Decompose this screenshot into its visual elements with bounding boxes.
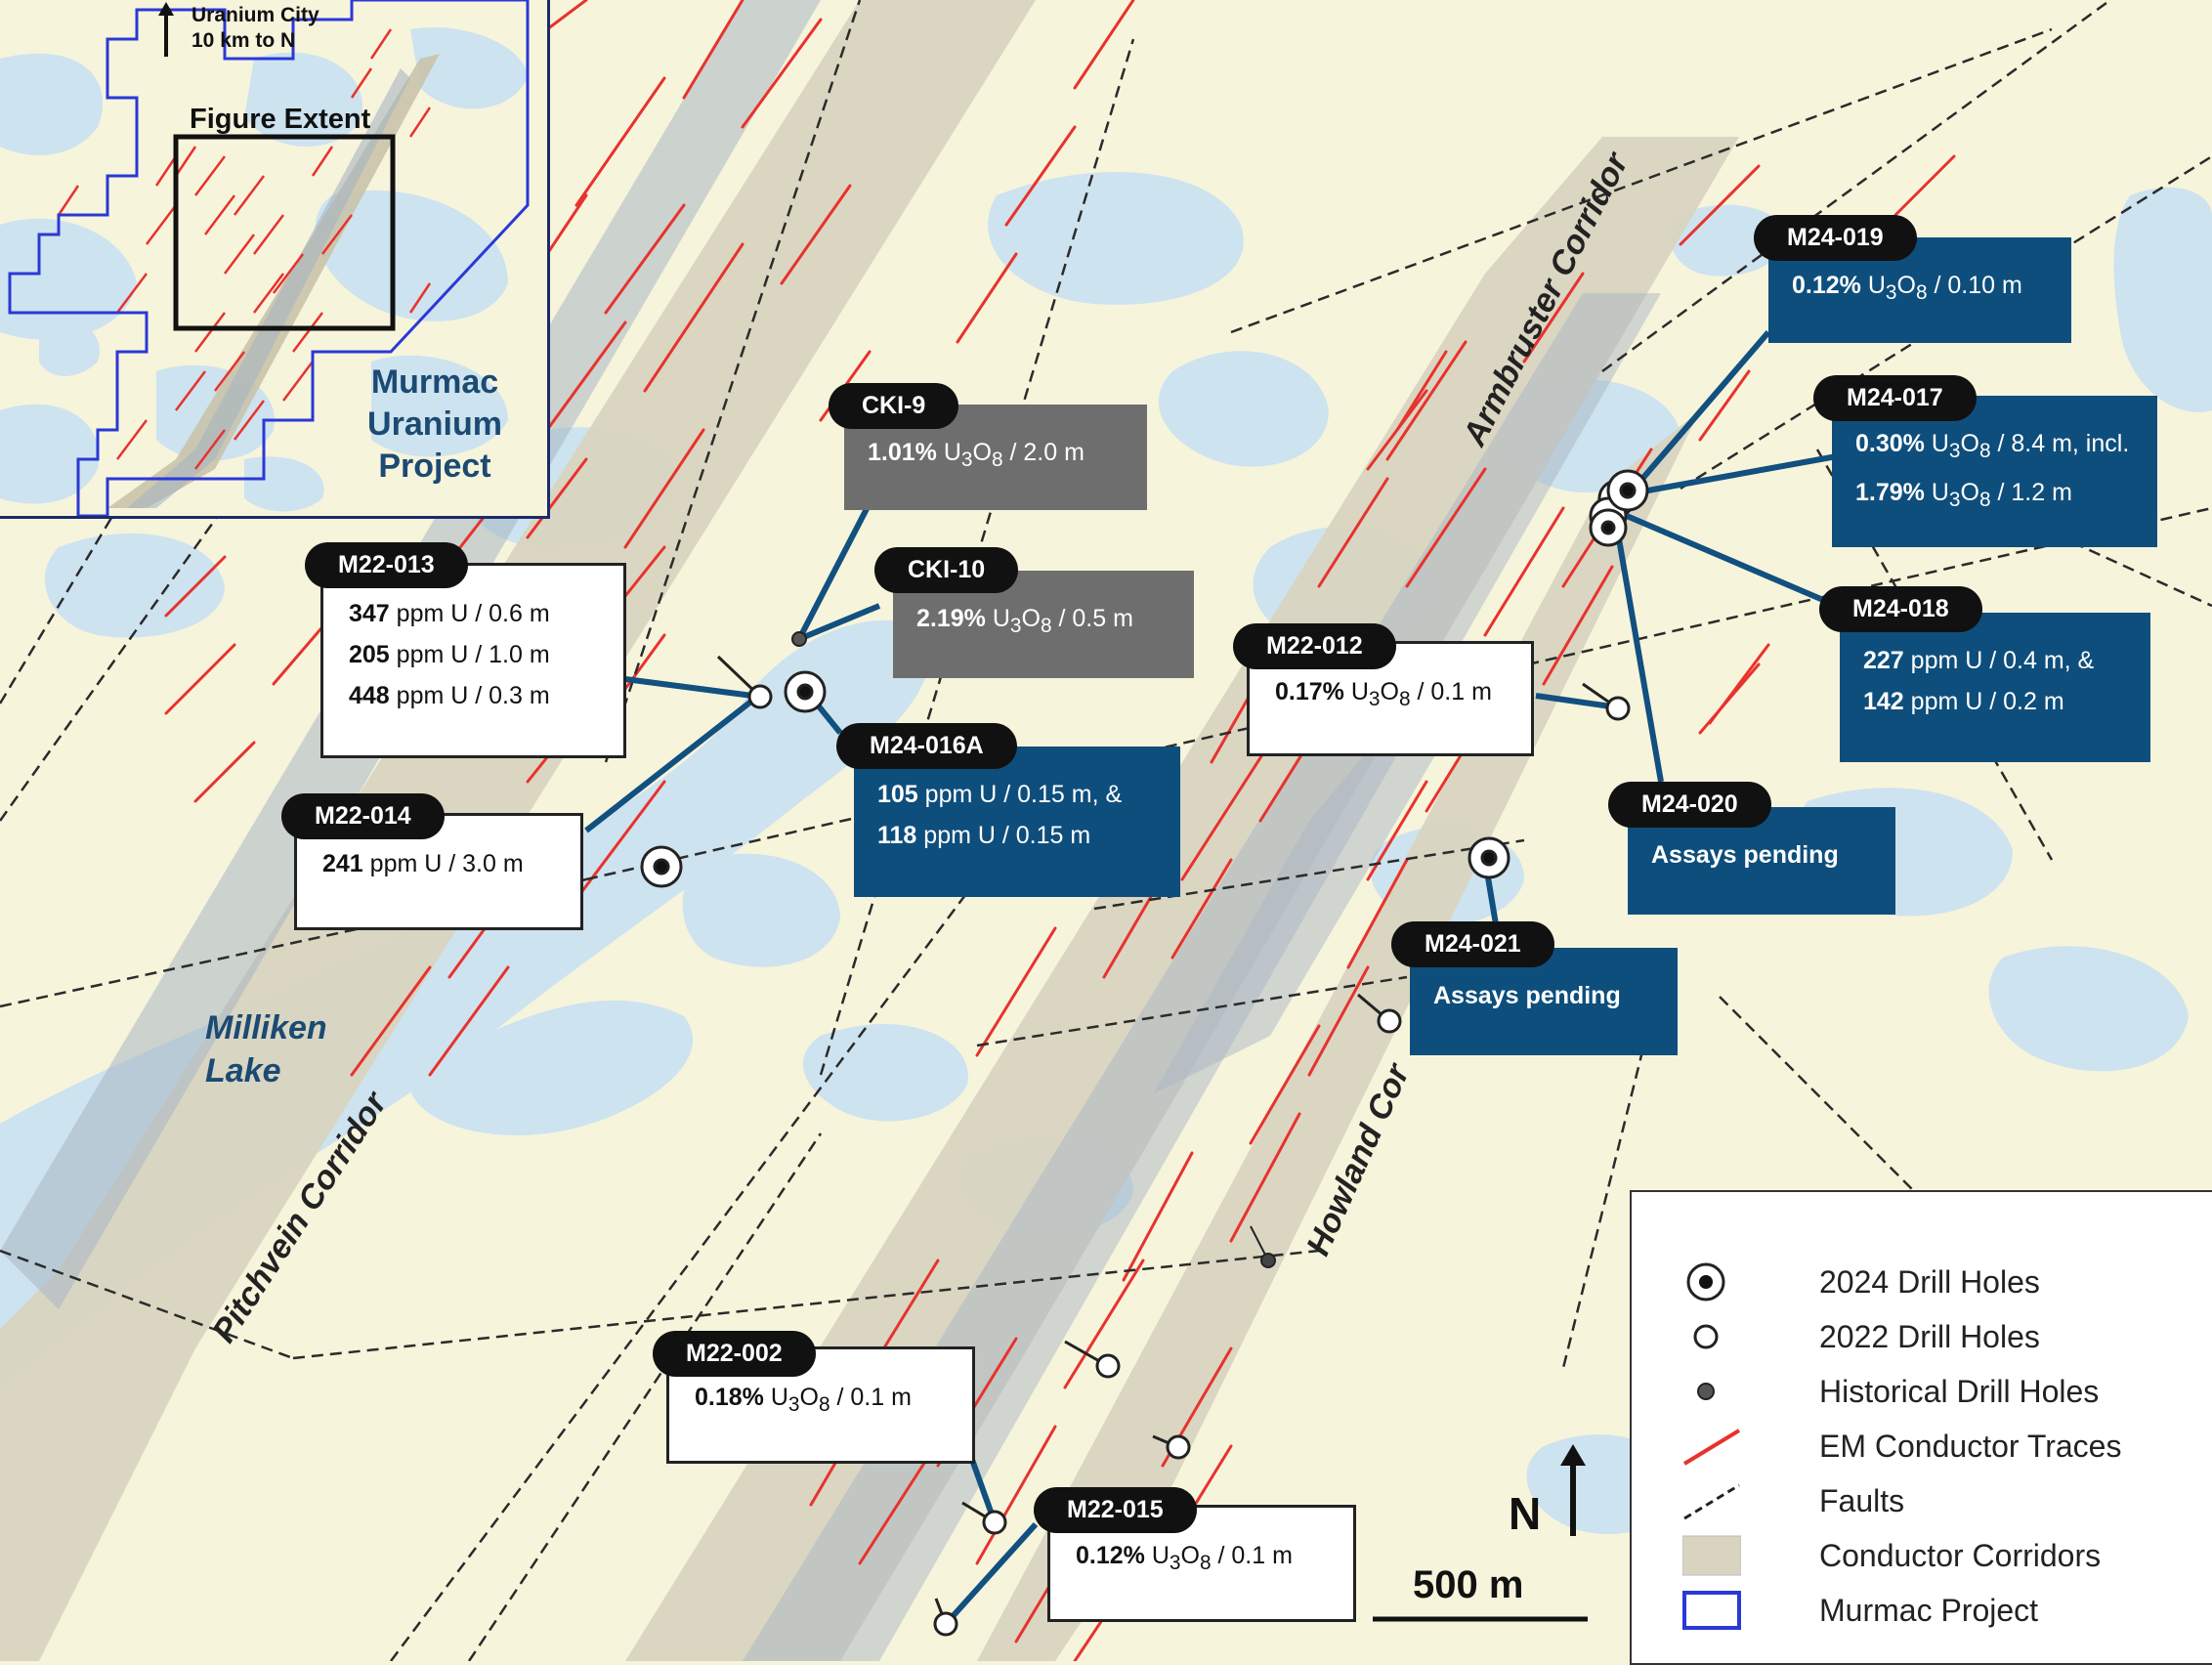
hole-id-m24-020: M24-020	[1608, 782, 1771, 828]
scale-bar-label: 500 m	[1413, 1563, 1524, 1606]
project-name-line3: Project	[378, 448, 491, 485]
drill-2024-icon	[1686, 1262, 1725, 1302]
project-boundary-icon	[1682, 1591, 1741, 1630]
assay-line-2: 142 ppm U / 0.2 m	[1863, 688, 2064, 715]
hole-id-m24-018: M24-018	[1819, 586, 1982, 632]
project-name-line1: Murmac	[370, 363, 499, 401]
inset-north-label: Uranium City	[191, 4, 319, 26]
legend-label: Historical Drill Holes	[1819, 1374, 2100, 1409]
legend-label: Murmac Project	[1819, 1593, 2039, 1628]
hole-id-m24-017: M24-017	[1813, 375, 1977, 421]
assay-box-m24-016a: 105 ppm U / 0.15 m, & 118 ppm U / 0.15 m	[854, 747, 1180, 897]
assay-box-cki-9: 1.01% U3O8 / 2.0 m	[844, 405, 1147, 510]
map-legend: 2024 Drill Holes 2022 Drill Holes Histor…	[1630, 1190, 2212, 1665]
hole-id-m24-021: M24-021	[1391, 921, 1554, 967]
hole-id-m22-015: M22-015	[1034, 1487, 1197, 1533]
north-arrow-icon	[1560, 1444, 1586, 1536]
drill-2022-icon	[1693, 1324, 1719, 1349]
assays-pending-text: Assays pending	[1433, 982, 1621, 1009]
assay-box-m22-013: 347 ppm U / 0.6 m 205 ppm U / 1.0 m 448 …	[320, 563, 626, 758]
hole-id-m22-002: M22-002	[653, 1331, 816, 1377]
milliken-lake-label: Milliken Lake	[205, 1006, 327, 1092]
legend-label: 2024 Drill Holes	[1819, 1264, 2040, 1300]
corridor-icon	[1682, 1535, 1741, 1576]
hole-id-m24-016a: M24-016A	[836, 723, 1017, 769]
assay-line-1: 227 ppm U / 0.4 m, &	[1863, 647, 2095, 674]
inset-project-name: Murmac Uranium Project	[357, 362, 513, 488]
lake-name-line1: Milliken	[205, 1009, 327, 1046]
assay-value: 0.18% U3O8 / 0.1 m	[695, 1384, 912, 1416]
legend-label: 2022 Drill Holes	[1819, 1319, 2040, 1354]
assay-value: 0.12% U3O8 / 0.1 m	[1076, 1542, 1293, 1574]
assay-box-m22-002: 0.18% U3O8 / 0.1 m	[666, 1346, 975, 1464]
fault-icon	[1683, 1483, 1740, 1520]
hole-id-cki-10: CKI-10	[874, 547, 1019, 593]
assay-line-1: 0.30% U3O8 / 8.4 m, incl.	[1855, 430, 2130, 462]
assay-box-m24-021: Assays pending	[1410, 948, 1678, 1055]
legend-label: Faults	[1819, 1483, 1905, 1518]
assay-value: 241 ppm U / 3.0 m	[322, 850, 524, 877]
assay-value: 0.17% U3O8 / 0.1 m	[1275, 678, 1492, 710]
project-name-line2: Uranium	[367, 406, 502, 443]
assay-line-2: 1.79% U3O8 / 1.2 m	[1855, 479, 2072, 511]
hole-id-cki-9: CKI-9	[829, 383, 959, 429]
assay-line-2: 205 ppm U / 1.0 m	[349, 641, 550, 668]
assay-line-1: 347 ppm U / 0.6 m	[349, 600, 550, 627]
hole-id-m22-014: M22-014	[281, 793, 445, 839]
legend-label: Conductor Corridors	[1819, 1538, 2102, 1573]
assay-value: 1.01% U3O8 / 2.0 m	[868, 439, 1085, 471]
assay-box-m24-020: Assays pending	[1628, 807, 1895, 915]
drill-hole-2024	[640, 469, 1649, 888]
lake-name-line2: Lake	[205, 1052, 281, 1089]
assay-line-1: 105 ppm U / 0.15 m, &	[877, 781, 1123, 808]
drill-holes	[640, 469, 1649, 1637]
assay-line-2: 118 ppm U / 0.15 m	[877, 822, 1091, 849]
hole-id-m22-013: M22-013	[305, 542, 468, 588]
hole-id-m22-012: M22-012	[1233, 623, 1396, 669]
north-label: N	[1509, 1488, 1542, 1539]
inset-map: Uranium City 10 km to N Figure Extent Mu…	[0, 0, 550, 519]
assay-box-m24-017: 0.30% U3O8 / 8.4 m, incl. 1.79% U3O8 / 1…	[1832, 396, 2157, 547]
assay-value: 2.19% U3O8 / 0.5 m	[916, 605, 1133, 637]
drill-historical-icon	[1697, 1383, 1715, 1400]
legend-label: EM Conductor Traces	[1819, 1429, 2122, 1464]
inset-figure-extent-label: Figure Extent	[190, 104, 371, 135]
drill-hole-historical	[791, 631, 1276, 1268]
assay-box-m24-018: 227 ppm U / 0.4 m, & 142 ppm U / 0.2 m	[1840, 613, 2150, 762]
inset-map-graphic	[0, 0, 547, 516]
assay-line-3: 448 ppm U / 0.3 m	[349, 682, 550, 709]
em-trace-icon	[1682, 1429, 1741, 1466]
inset-north-distance: 10 km to N	[191, 29, 296, 52]
assays-pending-text: Assays pending	[1651, 841, 1839, 869]
drill-hole-2022	[716, 655, 1631, 1637]
assay-value: 0.12% U3O8 / 0.10 m	[1792, 272, 2022, 304]
hole-id-m24-019: M24-019	[1754, 215, 1917, 261]
